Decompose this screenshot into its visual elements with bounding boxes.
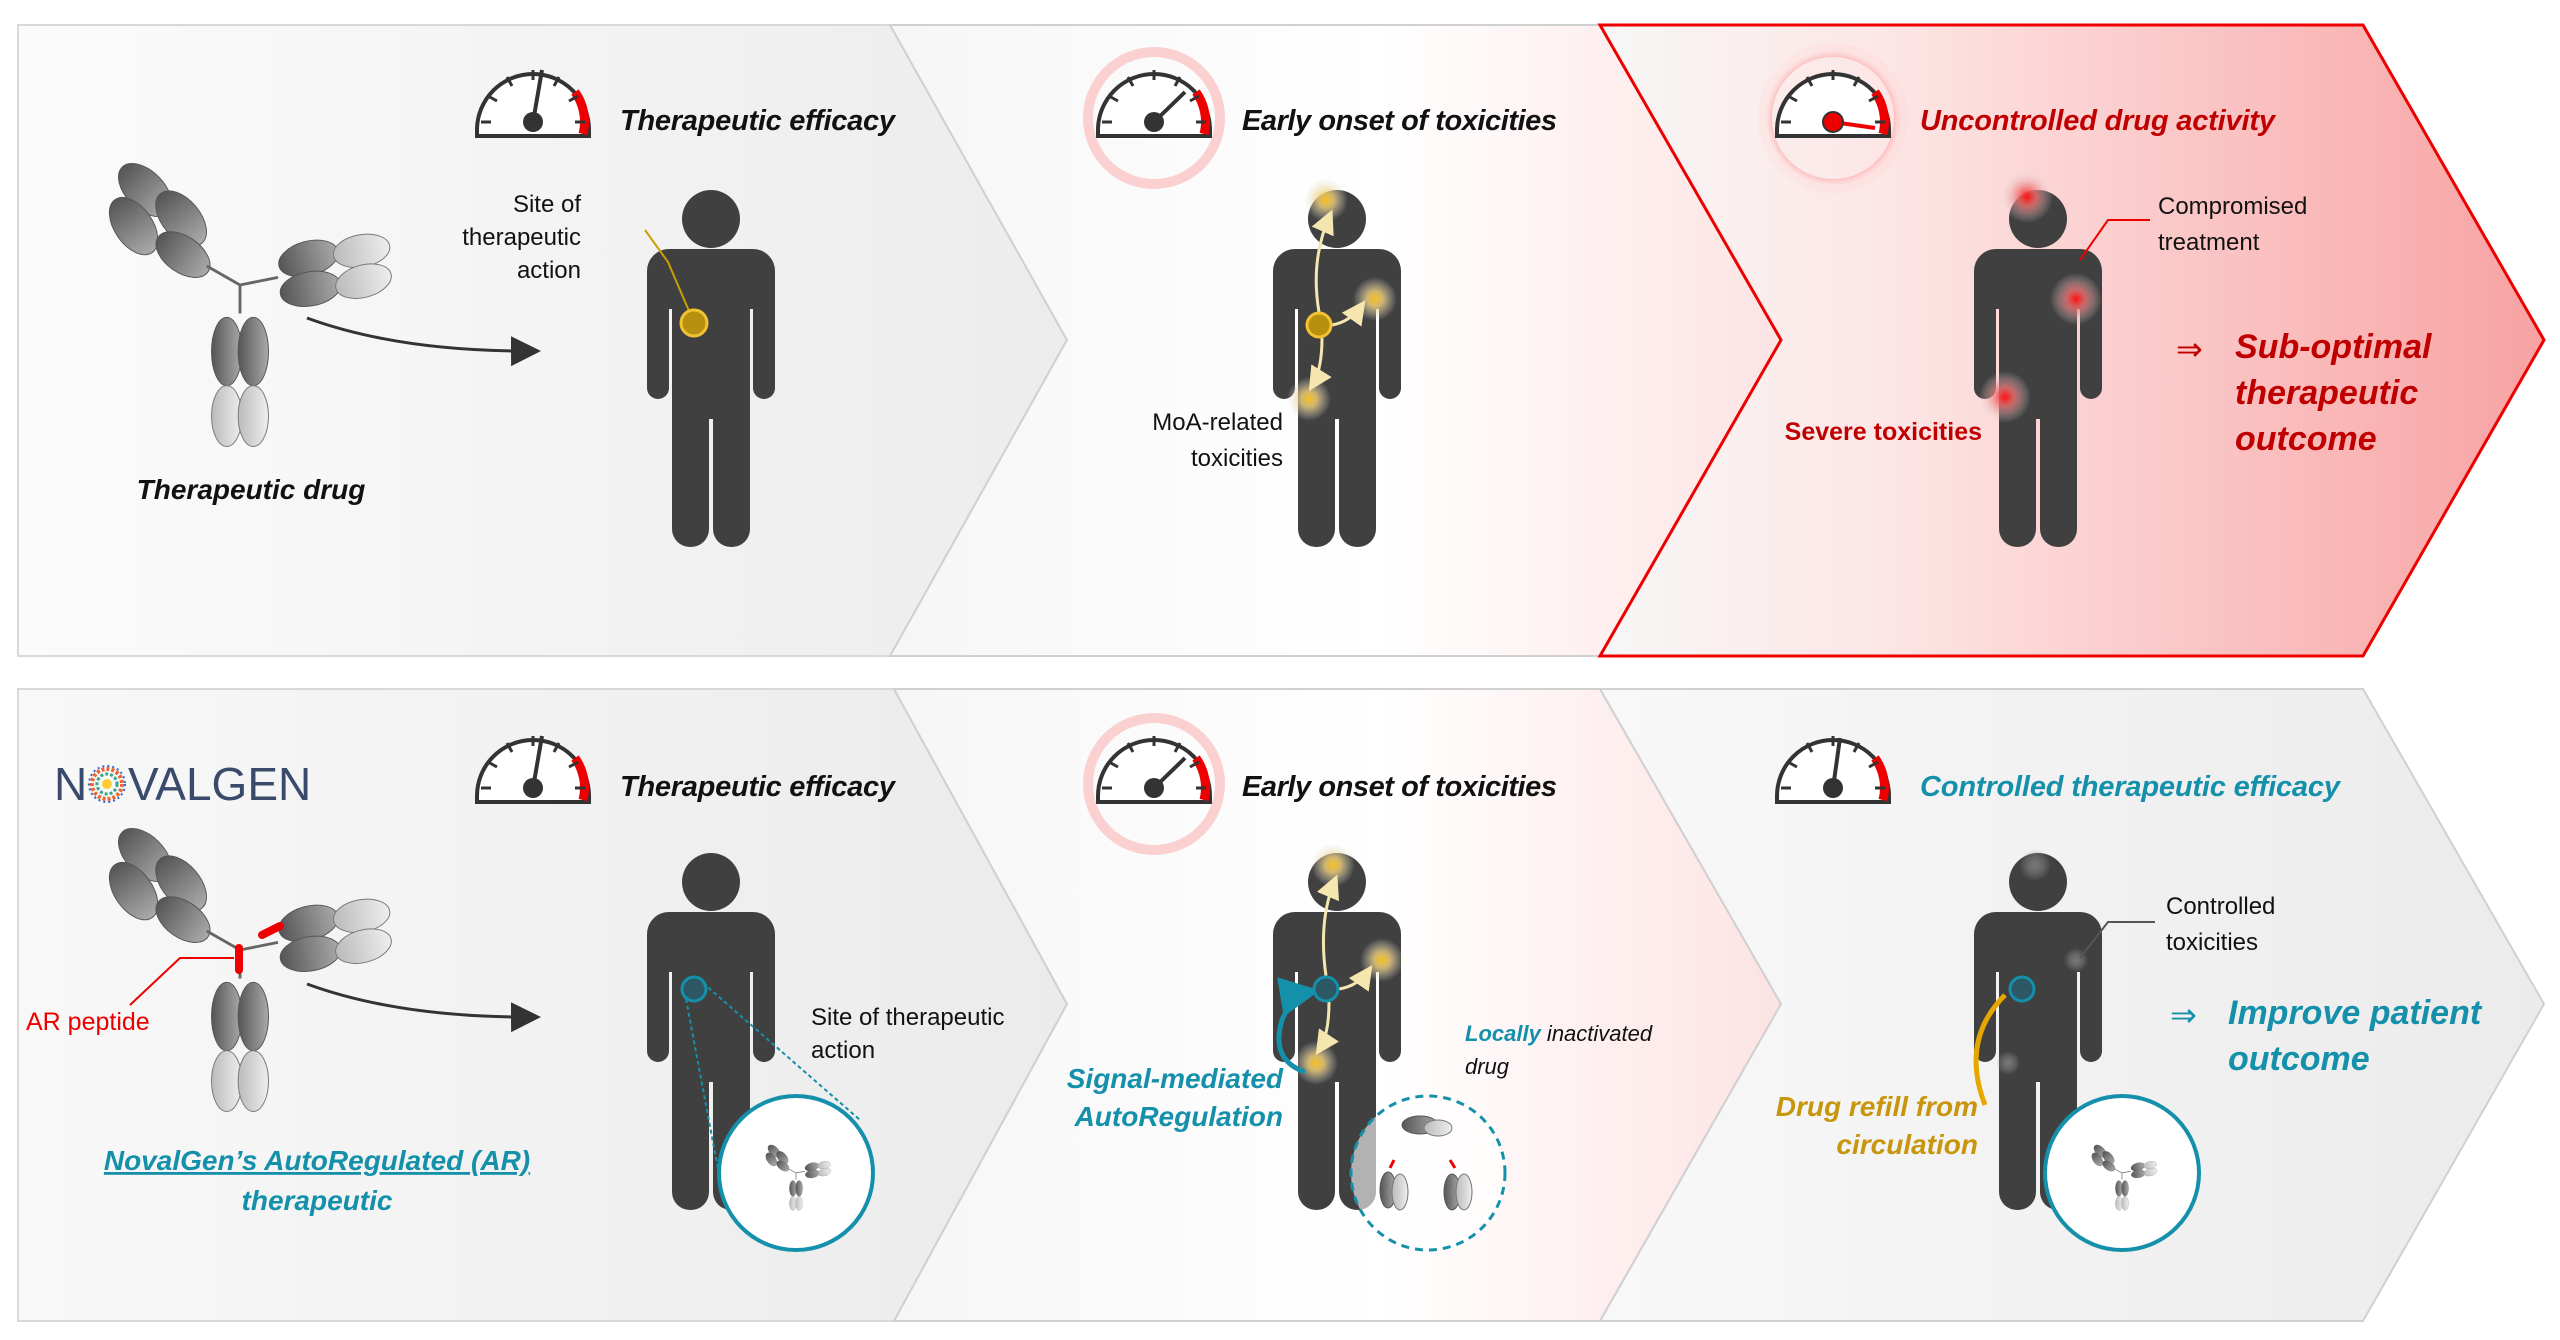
gauge-hub bbox=[1823, 778, 1843, 798]
compromised-label: treatment bbox=[2158, 229, 2260, 256]
leader-line bbox=[2079, 219, 2150, 261]
spread-arrow bbox=[1311, 209, 1334, 313]
outcome-label: therapeutic bbox=[2235, 374, 2418, 412]
outcome-label: outcome bbox=[2228, 1040, 2370, 1078]
inactivated-antibody-fragments-icon bbox=[1379, 1115, 1473, 1211]
site-label-line: therapeutic bbox=[462, 224, 581, 251]
stage-title: Uncontrolled drug activity bbox=[1920, 105, 2277, 137]
compromised-label: Compromised bbox=[2158, 193, 2307, 220]
controlled-toxicities-label: toxicities bbox=[2166, 929, 2258, 956]
target-site-marker bbox=[1305, 311, 1333, 339]
gauge-hub bbox=[1144, 112, 1164, 132]
locally-emphasis: Locally bbox=[1465, 1021, 1543, 1046]
toxicity-glow bbox=[2019, 849, 2051, 881]
outcome-label: Sub-optimal bbox=[2235, 328, 2433, 366]
inactivated-drug-circle bbox=[1349, 1094, 1507, 1252]
gauge-halo bbox=[1083, 47, 1225, 189]
stage-title: Therapeutic efficacy bbox=[620, 771, 897, 803]
locally-inactivated-label: drug bbox=[1465, 1054, 1510, 1079]
site-label-line: Site of therapeutic bbox=[811, 1004, 1004, 1031]
severe-toxicities-label: Severe toxicities bbox=[1785, 418, 1982, 446]
top-row: Therapeutic drug Therapeutic efficacy Si… bbox=[17, 23, 2546, 658]
zoom-line bbox=[685, 998, 723, 1191]
signal-mediated-label: AutoRegulation bbox=[1074, 1101, 1283, 1132]
controlled-toxicities-label: Controlled bbox=[2166, 893, 2275, 920]
stage-title: Early onset of toxicities bbox=[1242, 771, 1557, 803]
spread-arrow bbox=[1308, 337, 1332, 392]
site-label-line: action bbox=[811, 1037, 875, 1064]
drug-refill-arrow bbox=[1973, 993, 2007, 1106]
spread-arrow bbox=[1338, 965, 1373, 992]
implies-arrow-icon: ⇒ bbox=[2170, 996, 2197, 1034]
ar-peptide-label: AR peptide bbox=[26, 1008, 150, 1036]
toxicity-glow bbox=[1294, 1041, 1338, 1085]
logo-dot-ring-icon bbox=[88, 765, 126, 803]
toxicity-glow bbox=[1304, 178, 1348, 222]
ar-therapeutic-label: NovalGen’s AutoRegulated (AR) bbox=[104, 1145, 530, 1176]
ar-peptide-linker bbox=[258, 922, 284, 939]
gauge-hub bbox=[523, 778, 543, 798]
gauge-halo bbox=[1758, 43, 1908, 193]
site-label-line: action bbox=[517, 257, 581, 284]
leader-line bbox=[644, 229, 693, 319]
arrow-icon bbox=[306, 316, 541, 367]
gauge-halo bbox=[1083, 713, 1225, 855]
ar-therapeutic-label: therapeutic bbox=[242, 1185, 393, 1216]
target-site-marker bbox=[680, 975, 708, 1003]
drug-label: Therapeutic drug bbox=[137, 474, 366, 505]
spread-arrow bbox=[1316, 874, 1340, 977]
toxicity-glow bbox=[1287, 377, 1331, 421]
drug-refill-label: circulation bbox=[1836, 1129, 1978, 1160]
spread-arrow bbox=[1315, 1001, 1339, 1055]
stage-title: Therapeutic efficacy bbox=[620, 105, 897, 137]
autoregulation-arrow bbox=[1276, 977, 1320, 1075]
stage-title: Early onset of toxicities bbox=[1242, 105, 1557, 137]
outcome-label: Improve patient bbox=[2228, 994, 2483, 1032]
leader-line bbox=[129, 957, 234, 1006]
stage-title: Controlled therapeutic efficacy bbox=[1920, 771, 2342, 803]
implies-arrow-icon: ⇒ bbox=[2176, 330, 2203, 368]
target-site-marker bbox=[2008, 975, 2036, 1003]
target-site-marker bbox=[1312, 975, 1340, 1003]
signal-mediated-label: Signal-mediated bbox=[1067, 1063, 1284, 1094]
leader-line bbox=[2079, 921, 2155, 959]
novalgen-logo: N VALGEN bbox=[54, 758, 311, 810]
spread-arrow bbox=[1331, 300, 1366, 327]
gauge-hub bbox=[523, 112, 543, 132]
moa-toxicities-label: MoA-related bbox=[1152, 409, 1283, 436]
toxicity-glow bbox=[1996, 1051, 2020, 1075]
gauge-hub bbox=[1144, 778, 1164, 798]
outcome-label: outcome bbox=[2235, 420, 2377, 458]
arrow-icon bbox=[306, 982, 541, 1033]
gauge-hub bbox=[1822, 111, 1844, 133]
logo-text: N bbox=[54, 758, 87, 810]
logo-text: VALGEN bbox=[128, 758, 311, 810]
toxicity-glow bbox=[1353, 277, 1397, 321]
toxicity-glow bbox=[1311, 843, 1355, 887]
target-site-marker bbox=[679, 308, 709, 338]
moa-toxicities-label: toxicities bbox=[1191, 445, 1283, 472]
site-label-line: Site of bbox=[513, 191, 581, 218]
locally-rest: inactivated bbox=[1541, 1021, 1653, 1046]
locally-inactivated-label: Locally inactivated bbox=[1465, 1021, 1653, 1046]
toxicity-glow bbox=[1979, 371, 2031, 423]
toxicity-glow bbox=[2001, 171, 2053, 223]
bottom-row: N VALGEN AR peptide NovalGen’s AutoRegul… bbox=[17, 688, 2546, 1322]
toxicity-glow bbox=[2050, 273, 2102, 325]
drug-refill-label: Drug refill from bbox=[1776, 1091, 1978, 1122]
